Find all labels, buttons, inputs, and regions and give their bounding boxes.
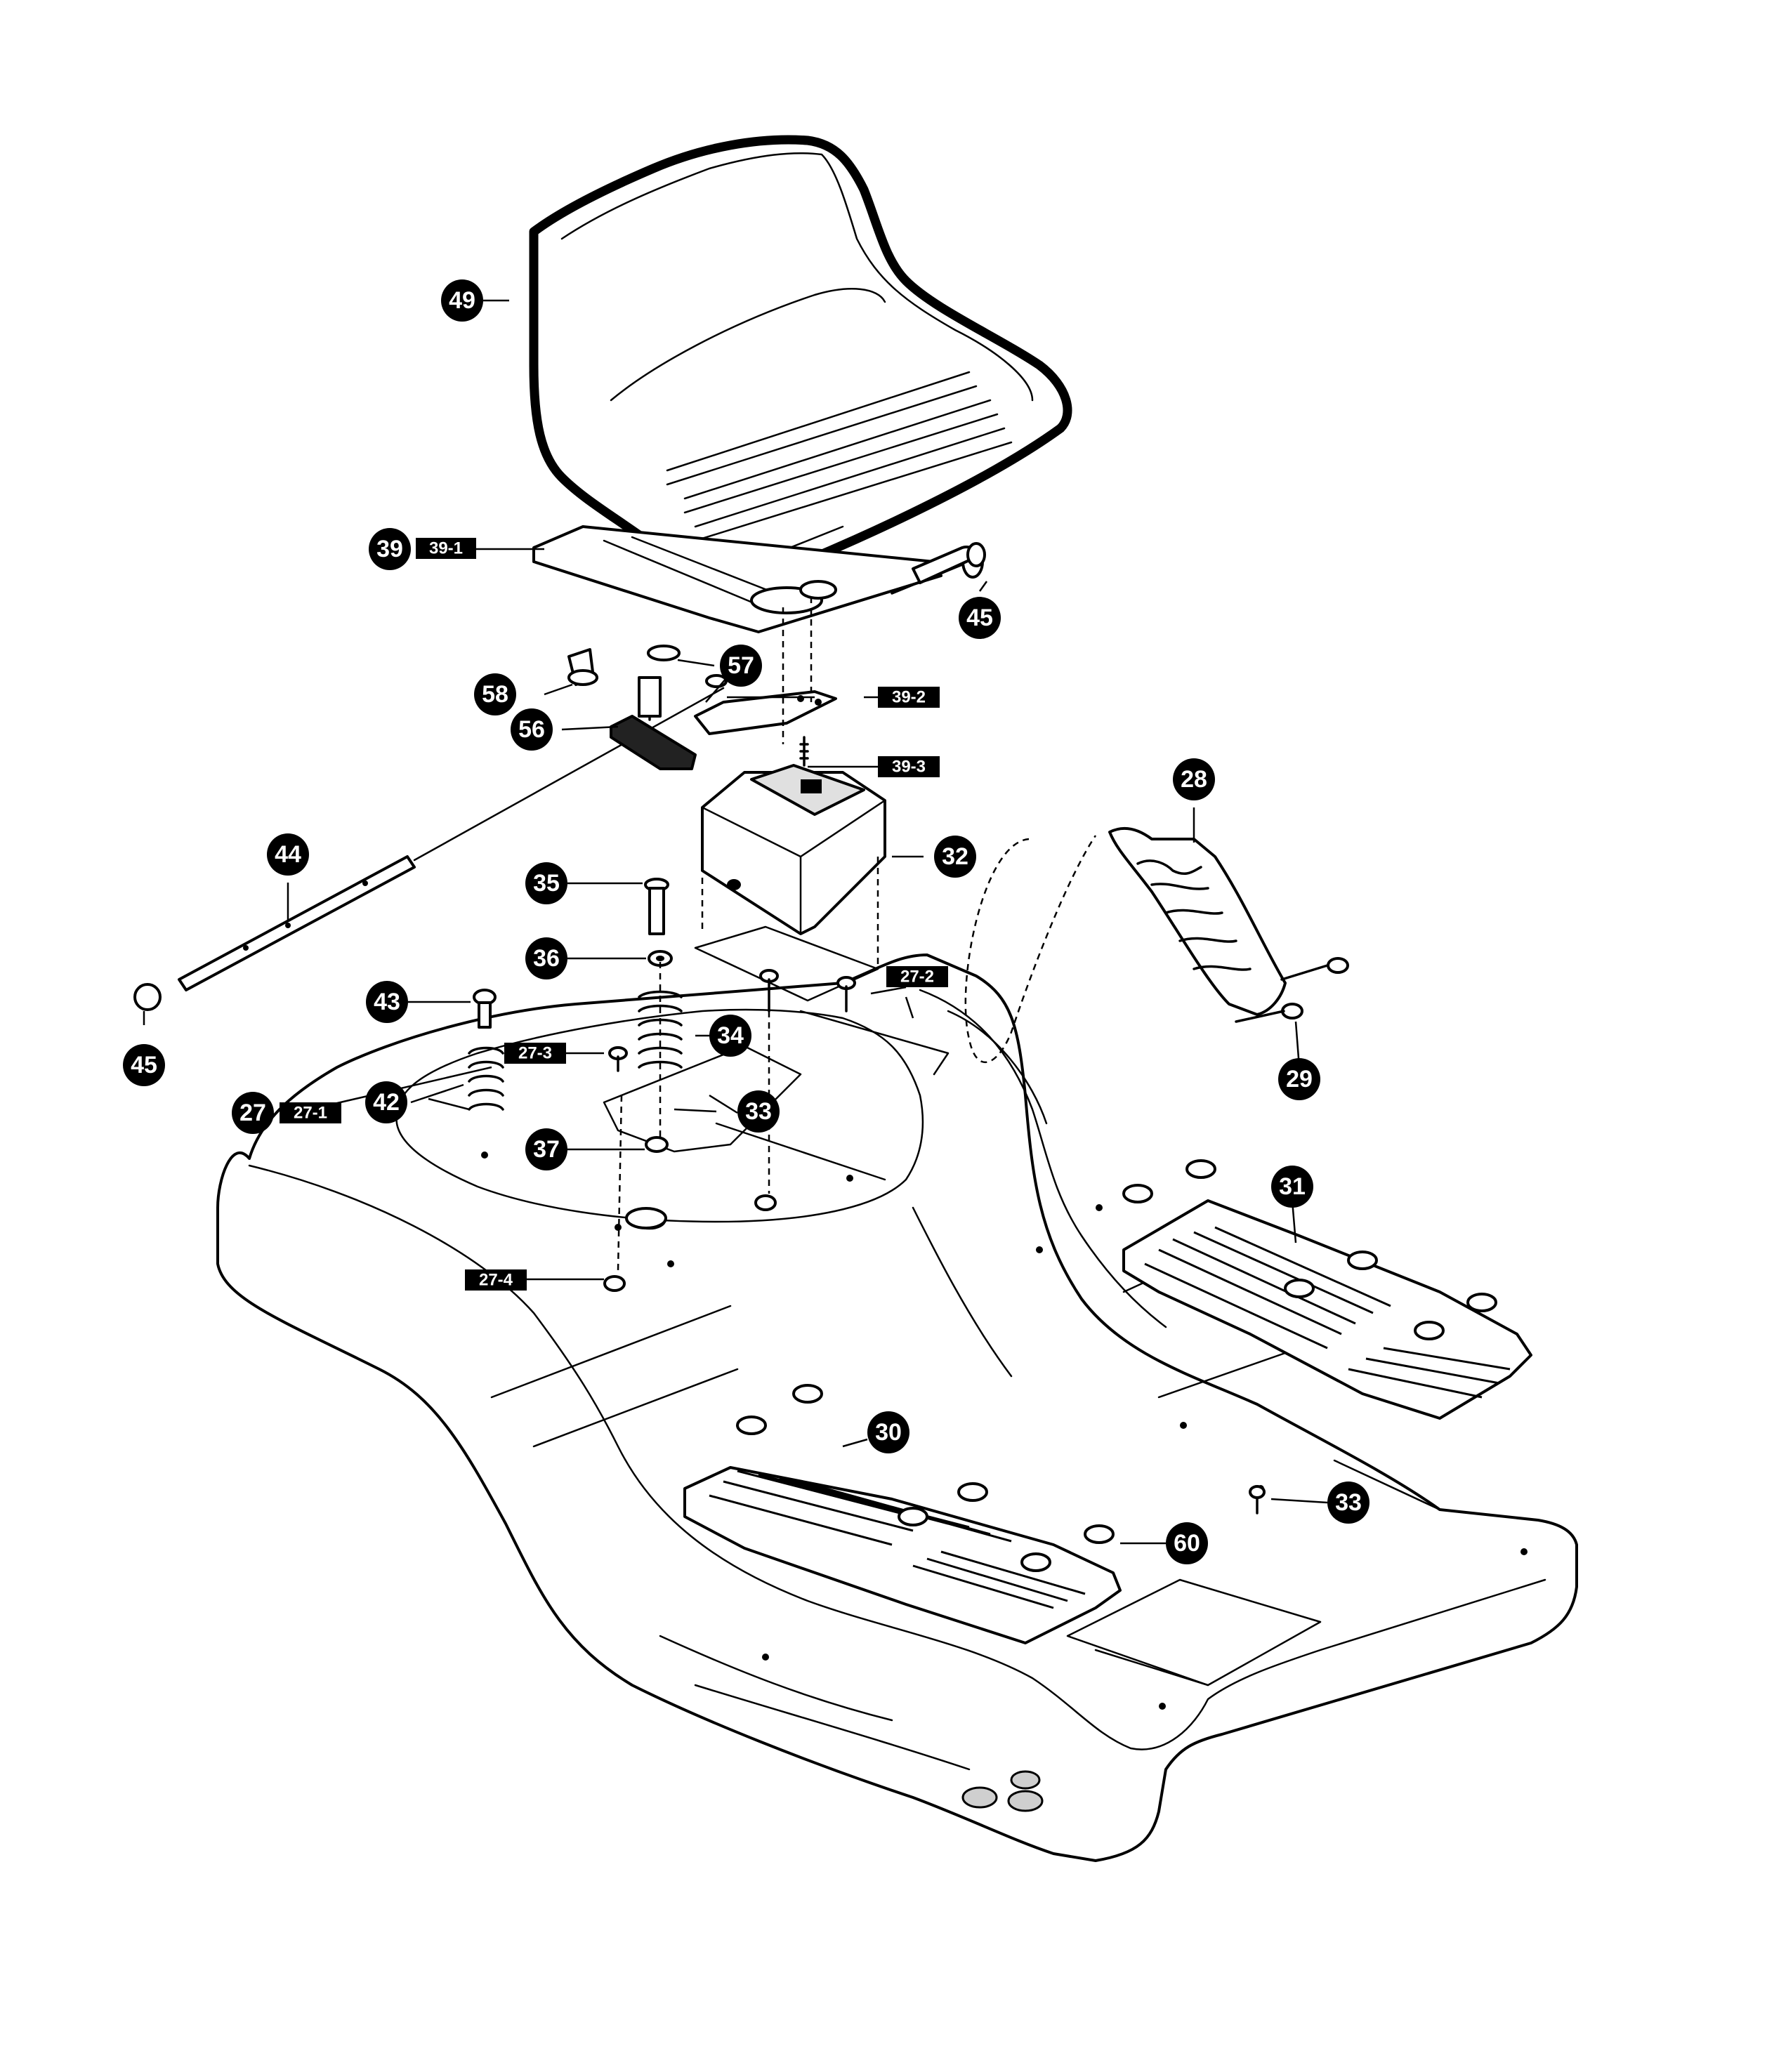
callout-33-lower: 33 — [1327, 1482, 1369, 1524]
svg-text:27-4: 27-4 — [479, 1271, 513, 1290]
callout-28: 28 — [1173, 758, 1215, 800]
side-cover — [1108, 826, 1349, 1023]
callout-39: 39 — [369, 528, 411, 570]
spring-hardware — [468, 878, 1266, 1515]
svg-text:39-3: 39-3 — [892, 758, 926, 777]
svg-text:39-1: 39-1 — [429, 539, 463, 558]
svg-text:39: 39 — [376, 536, 403, 562]
callout-56: 56 — [511, 708, 553, 751]
adjuster-knob — [610, 715, 697, 770]
callout-37: 37 — [525, 1128, 567, 1170]
mat-push-pins — [736, 1159, 1497, 1572]
adjuster-rod — [133, 687, 725, 1011]
callout-58: 58 — [474, 673, 516, 715]
svg-text:57: 57 — [728, 652, 754, 679]
callout-43: 43 — [366, 981, 408, 1023]
tag-27-3: 27-3 — [504, 1043, 566, 1064]
svg-text:35: 35 — [533, 870, 560, 897]
callout-27: 27 — [232, 1092, 274, 1134]
seat-switch — [799, 736, 809, 767]
tag-27-2: 27-2 — [886, 966, 948, 987]
svg-text:33: 33 — [1335, 1489, 1362, 1516]
svg-text:44: 44 — [275, 841, 301, 868]
foot-mat-right — [1122, 1199, 1532, 1420]
seat-bolt-hardware — [567, 645, 728, 721]
tag-27-4: 27-4 — [465, 1269, 527, 1291]
svg-text:49: 49 — [449, 287, 475, 314]
assembly-dash-lines — [617, 597, 1097, 1272]
foot-mat-left — [683, 1466, 1122, 1644]
svg-text:27-2: 27-2 — [900, 968, 934, 986]
callout-44: 44 — [267, 833, 309, 876]
svg-text:43: 43 — [374, 989, 400, 1015]
callout-45-bottom: 45 — [123, 1044, 165, 1086]
svg-text:29: 29 — [1286, 1066, 1313, 1093]
callout-57: 57 — [720, 645, 762, 687]
callout-32: 32 — [934, 836, 976, 878]
callout-30: 30 — [867, 1411, 909, 1453]
callout-31: 31 — [1271, 1166, 1313, 1208]
callout-35: 35 — [525, 862, 567, 904]
svg-text:37: 37 — [533, 1136, 560, 1163]
seat-support-box — [701, 764, 886, 935]
svg-text:33: 33 — [745, 1098, 772, 1125]
callout-60: 60 — [1166, 1522, 1208, 1564]
callout-34: 34 — [709, 1015, 751, 1057]
fender-body — [216, 953, 1578, 1862]
svg-text:36: 36 — [533, 945, 560, 972]
svg-text:27: 27 — [239, 1100, 266, 1126]
tag-39-3: 39-3 — [878, 756, 940, 777]
seat — [529, 135, 1072, 592]
tag-39-1: 39-1 — [416, 538, 476, 559]
svg-text:27-1: 27-1 — [294, 1104, 327, 1123]
tag-39-2: 39-2 — [878, 687, 940, 708]
callout-49: 49 — [441, 279, 483, 322]
callout-42: 42 — [365, 1081, 407, 1123]
svg-text:28: 28 — [1181, 766, 1207, 793]
tag-27-1: 27-1 — [280, 1102, 341, 1123]
svg-text:45: 45 — [966, 605, 993, 631]
svg-text:32: 32 — [942, 843, 968, 870]
svg-text:31: 31 — [1279, 1173, 1306, 1200]
svg-text:30: 30 — [875, 1419, 902, 1446]
callout-29: 29 — [1278, 1058, 1320, 1100]
callout-33-upper: 33 — [737, 1090, 780, 1133]
svg-text:45: 45 — [131, 1052, 157, 1078]
svg-text:60: 60 — [1174, 1530, 1200, 1557]
callout-45-top: 45 — [959, 597, 1001, 639]
callout-36: 36 — [525, 937, 567, 979]
svg-text:39-2: 39-2 — [892, 688, 926, 707]
svg-text:34: 34 — [717, 1022, 744, 1049]
seat-bracket — [532, 525, 986, 633]
svg-text:42: 42 — [373, 1089, 400, 1116]
svg-text:58: 58 — [482, 681, 508, 708]
svg-text:56: 56 — [518, 716, 545, 743]
svg-text:27-3: 27-3 — [518, 1044, 552, 1063]
